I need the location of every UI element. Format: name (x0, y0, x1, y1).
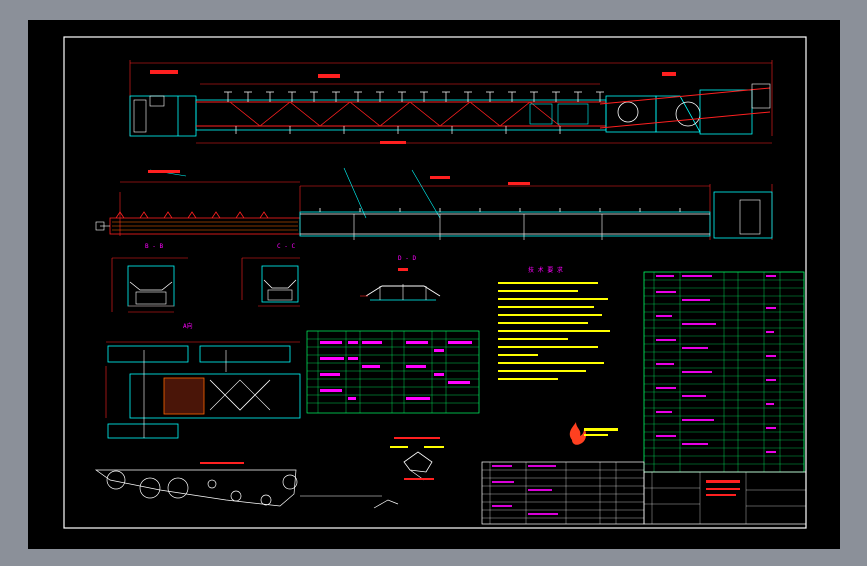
view-a-drive-plan: A向 (105, 322, 301, 439)
drawing-canvas (28, 20, 840, 549)
view-a-label: A向 (183, 322, 193, 330)
main-conveyor-elevation (129, 60, 773, 144)
belt-routing-diagram (94, 462, 399, 509)
detail-callout (390, 437, 444, 481)
belt-elevation (95, 167, 773, 240)
section-c-label: C - C (277, 243, 295, 250)
flame-logo-icon (569, 422, 618, 445)
section-b: B - B (111, 243, 188, 313)
section-d-label: D - D (398, 255, 416, 262)
technical-notes: 技 术 要 求 (498, 266, 610, 380)
title-block (481, 461, 807, 525)
section-c: C - C (241, 243, 300, 307)
technical-notes-title: 技 术 要 求 (528, 266, 563, 274)
drawing-frame (63, 36, 807, 529)
section-b-label: B - B (145, 243, 163, 250)
parameter-table (306, 330, 480, 414)
section-d: D - D (360, 255, 441, 301)
